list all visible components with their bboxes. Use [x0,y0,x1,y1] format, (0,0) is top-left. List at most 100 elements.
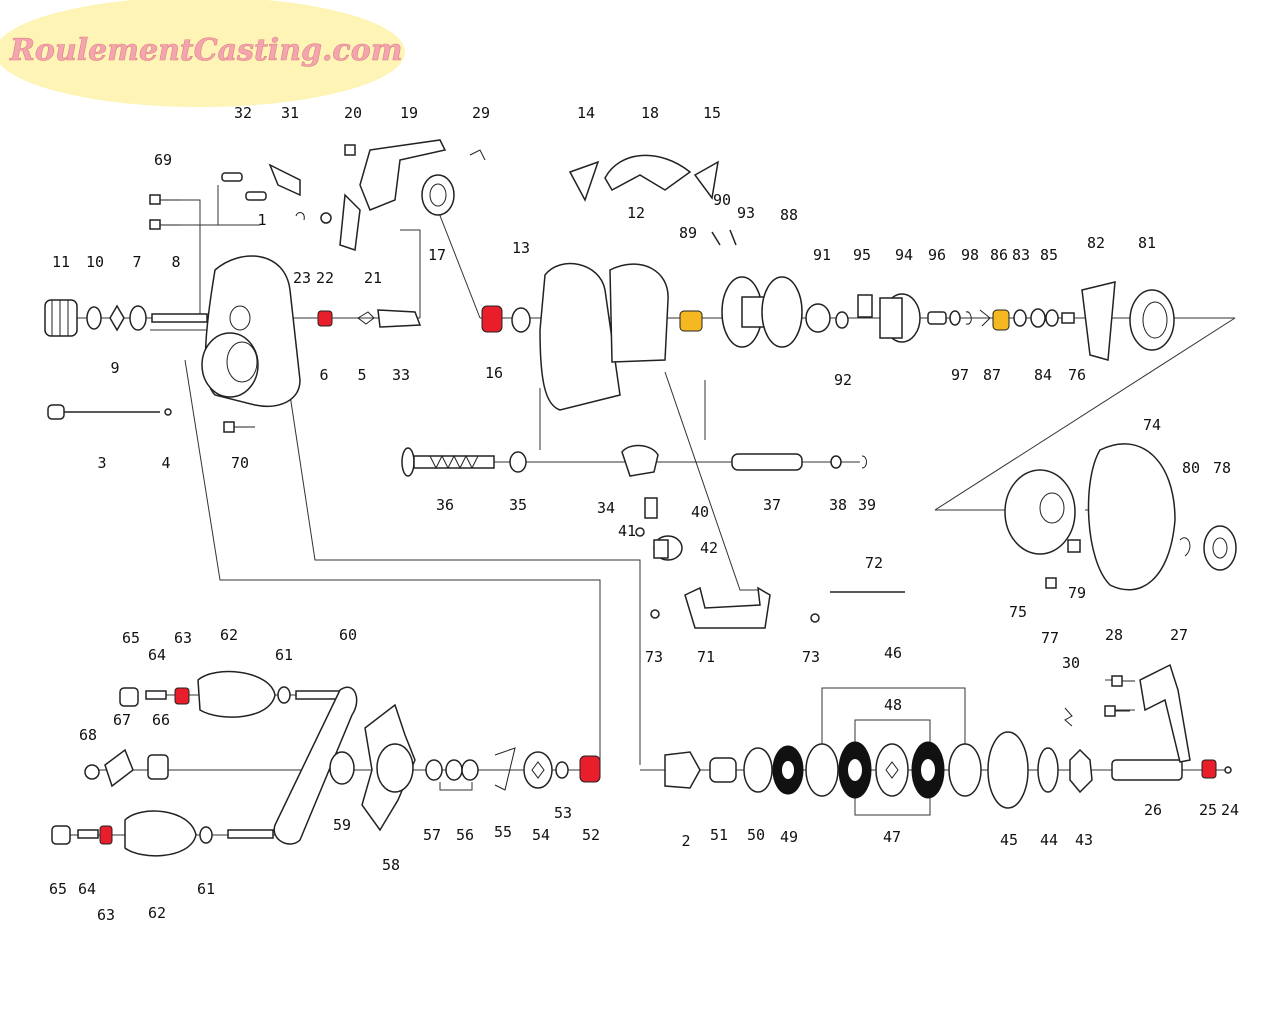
part-label-53: 53 [554,804,572,822]
part-label-71: 71 [697,648,715,666]
part-label-88: 88 [780,206,798,224]
part-label-10: 10 [86,253,104,271]
part-label-78: 78 [1213,459,1231,477]
part-label-38: 38 [829,496,847,514]
bearing-16 [481,305,503,333]
part-shape-81 [1129,289,1175,351]
part-label-27: 27 [1170,626,1188,644]
part-label-65: 65 [49,880,67,898]
part-label-34: 34 [597,499,615,517]
bushing-89 [679,310,703,332]
part-label-74: 74 [1143,416,1161,434]
part-label-64: 64 [78,880,96,898]
part-label-98: 98 [961,246,979,264]
part-label-66: 66 [152,711,170,729]
part-label-2: 2 [681,832,690,850]
part-label-45: 45 [1000,831,1018,849]
part-label-4: 4 [161,454,170,472]
part-label-94: 94 [895,246,913,264]
part-label-32: 32 [234,104,252,122]
part-label-92: 92 [834,371,852,389]
part-label-15: 15 [703,104,721,122]
part-label-39: 39 [858,496,876,514]
part-label-82: 82 [1087,234,1105,252]
part-label-64: 64 [148,646,166,664]
part-label-84: 84 [1034,366,1052,384]
part-label-42: 42 [700,539,718,557]
part-label-31: 31 [281,104,299,122]
brand-logo: RoulementCasting.com [0,0,405,107]
part-label-46: 46 [884,644,902,662]
part-label-5: 5 [357,366,366,384]
part-label-70: 70 [231,454,249,472]
part-label-50: 50 [747,826,765,844]
part-label-7: 7 [132,253,141,271]
part-shape-45 [987,731,1029,809]
part-label-63: 63 [97,906,115,924]
part-label-97: 97 [951,366,969,384]
part-label-1: 1 [257,211,266,229]
part-shape-74 [1087,443,1176,591]
bushing-86 [992,309,1010,331]
part-label-69: 69 [154,151,172,169]
part-label-96: 96 [928,246,946,264]
part-label-79: 79 [1068,584,1086,602]
part-label-23: 23 [293,269,311,287]
part-label-90: 90 [713,191,731,209]
part-label-86: 86 [990,246,1008,264]
part-label-44: 44 [1040,831,1058,849]
part-label-17: 17 [428,246,446,264]
part-label-67: 67 [113,711,131,729]
part-label-76: 76 [1068,366,1086,384]
part-label-30: 30 [1062,654,1080,672]
part-label-62: 62 [220,626,238,644]
part-label-56: 56 [456,826,474,844]
part-label-65: 65 [122,629,140,647]
part-label-72: 72 [865,554,883,572]
part-label-43: 43 [1075,831,1093,849]
part-shape-12 [539,262,621,411]
part-label-54: 54 [532,826,550,844]
part-label-28: 28 [1105,626,1123,644]
part-label-14: 14 [577,104,595,122]
bearing-52 [579,755,601,783]
bearing-63-bottom [99,825,113,845]
part-label-16: 16 [485,364,503,382]
part-label-33: 33 [392,366,410,384]
part-label-12: 12 [627,204,645,222]
part-shape-62-bottom [124,810,197,857]
bearing-6 [317,310,333,327]
part-label-93: 93 [737,204,755,222]
part-label-20: 20 [344,104,362,122]
bearing-25 [1201,759,1217,779]
part-label-55: 55 [494,823,512,841]
part-label-13: 13 [512,239,530,257]
part-shape-60 [273,686,358,845]
part-label-26: 26 [1144,801,1162,819]
part-label-77: 77 [1041,629,1059,647]
part-label-6: 6 [319,366,328,384]
part-label-83: 83 [1012,246,1030,264]
part-label-95: 95 [853,246,871,264]
part-label-48: 48 [884,696,902,714]
part-label-73: 73 [802,648,820,666]
part-label-81: 81 [1138,234,1156,252]
part-label-9: 9 [110,359,119,377]
part-label-51: 51 [710,826,728,844]
part-shapes [44,139,1237,857]
part-label-63: 63 [174,629,192,647]
part-label-73: 73 [645,648,663,666]
part-label-24: 24 [1221,801,1239,819]
part-label-80: 80 [1182,459,1200,477]
bearing-63-top [174,687,190,705]
part-label-37: 37 [763,496,781,514]
part-label-87: 87 [983,366,1001,384]
part-label-62: 62 [148,904,166,922]
part-label-59: 59 [333,816,351,834]
part-label-58: 58 [382,856,400,874]
part-label-8: 8 [171,253,180,271]
part-shape-11 [44,299,78,337]
part-label-61: 61 [197,880,215,898]
